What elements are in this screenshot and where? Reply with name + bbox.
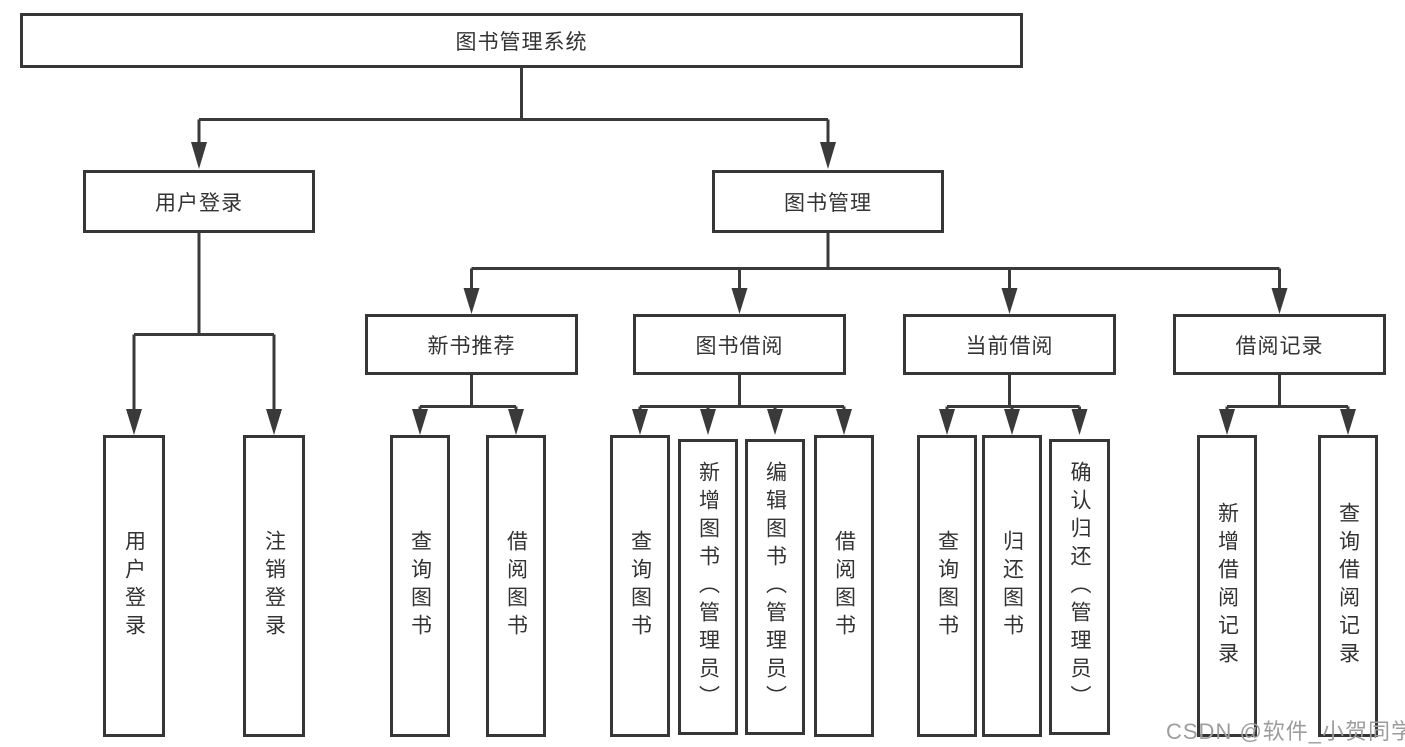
box-current-borrowing: 当前借阅 bbox=[903, 314, 1116, 375]
leaf-query-books-current: 查询图书 bbox=[917, 435, 977, 737]
leaf-confirm-return-admin: 确认归还（管理员） bbox=[1049, 439, 1110, 735]
connector-user-login-to-leaves bbox=[132, 233, 276, 415]
leaf-query-books-recommend: 查询图书 bbox=[390, 435, 450, 737]
box-new-book-recommendation: 新书推荐 bbox=[365, 314, 578, 375]
box-borrowing-records: 借阅记录 bbox=[1173, 314, 1386, 375]
connector-book-borrowing-to-leaves bbox=[638, 375, 846, 415]
box-library-management-system: 图书管理系统 bbox=[20, 13, 1023, 68]
connector-root-to-level2 bbox=[197, 68, 830, 150]
leaf-logout: 注销登录 bbox=[243, 435, 305, 737]
leaf-borrow-books-borrowing: 借阅图书 bbox=[814, 435, 874, 737]
leaf-query-books-borrowing: 查询图书 bbox=[610, 435, 670, 737]
connector-new-book-to-leaves bbox=[418, 375, 518, 415]
leaf-return-books: 归还图书 bbox=[982, 435, 1042, 737]
box-user-login: 用户登录 bbox=[83, 170, 315, 233]
leaf-add-borrow-record: 新增借阅记录 bbox=[1197, 435, 1257, 737]
box-book-borrowing: 图书借阅 bbox=[633, 314, 846, 375]
leaf-query-borrow-record: 查询借阅记录 bbox=[1318, 435, 1378, 737]
leaf-add-books-admin: 新增图书（管理员） bbox=[678, 439, 738, 735]
arrowheads bbox=[126, 142, 1356, 435]
leaf-borrow-books-recommend: 借阅图书 bbox=[486, 435, 546, 737]
box-book-management: 图书管理 bbox=[712, 170, 944, 233]
csdn-watermark: CSDN @软件_小贺同学 bbox=[1166, 719, 1405, 744]
leaf-edit-books-admin: 编辑图书（管理员） bbox=[745, 439, 805, 735]
connector-borrowing-records-to-leaves bbox=[1225, 375, 1350, 415]
leaf-user-login: 用户登录 bbox=[103, 435, 165, 737]
connector-book-management-to-level3 bbox=[470, 233, 1281, 295]
